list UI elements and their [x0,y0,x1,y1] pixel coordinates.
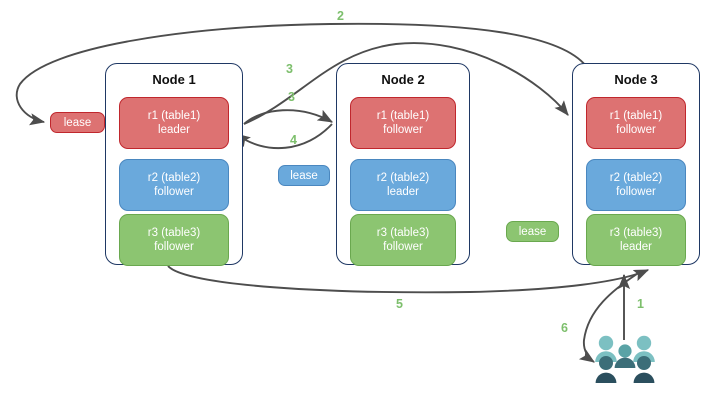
replica-r1[interactable]: r1 (table1) leader [119,97,229,149]
replica-role: follower [383,124,423,136]
replica-name: r3 (table3) [609,227,663,239]
replica-name: r3 (table3) [147,227,201,239]
replica-r2[interactable]: r2 (table2) follower [119,159,229,211]
node-box-2[interactable]: Node 2 r1 (table1) follower r2 (table2) lead… [336,63,470,266]
arrow-step-3-upper [243,42,569,125]
lease-chip-red[interactable]: lease [50,112,105,133]
node-title: Node 2 [381,72,425,87]
arrow-step-6 [578,271,641,363]
replica-role: leader [387,186,419,198]
replica-role: follower [616,186,656,198]
lease-chip-green[interactable]: lease [506,221,559,242]
replica-role: follower [154,241,194,253]
replica-name: r1 (table1) [609,110,663,122]
replica-role: follower [616,124,656,136]
node-title: Node 1 [152,72,196,87]
replica-name: r2 (table2) [376,172,430,184]
lease-chip-blue[interactable]: lease [278,165,330,186]
replica-r3[interactable]: r3 (table3) leader [586,214,686,266]
replica-r1[interactable]: r1 (table1) follower [350,97,456,149]
arrow-step-4 [235,123,333,150]
node-title: Node 3 [614,72,658,87]
replica-role: follower [154,186,194,198]
replica-r1[interactable]: r1 (table1) follower [586,97,686,149]
replica-r2[interactable]: r2 (table2) follower [586,159,686,211]
replica-r2[interactable]: r2 (table2) leader [350,159,456,211]
step-label-5-5: 5 [396,297,403,311]
replica-r3[interactable]: r3 (table3) follower [350,214,456,266]
client-users-group-icon [595,335,655,383]
replica-name: r2 (table2) [147,172,201,184]
step-label-6-6: 6 [561,321,568,335]
step-label-1-0: 1 [637,297,644,311]
step-label-3-2: 3 [286,62,293,76]
arrow-step-5 [167,265,650,294]
arrow-step-3-lower [243,109,333,125]
replica-r3[interactable]: r3 (table3) follower [119,214,229,266]
replica-role: follower [383,241,423,253]
step-label-2-1: 2 [337,9,344,23]
replica-role: leader [158,124,190,136]
replica-name: r2 (table2) [609,172,663,184]
node-box-1[interactable]: Node 1 r1 (table1) leader r2 (table2) follow… [105,63,243,266]
step-label-4-4: 4 [290,133,297,147]
replica-name: r1 (table1) [147,110,201,122]
arrow-step-2 [15,22,587,126]
step-label-3-3: 3 [288,90,295,104]
replica-role: leader [620,241,652,253]
replica-name: r1 (table1) [376,110,430,122]
replica-name: r3 (table3) [376,227,430,239]
node-box-3[interactable]: Node 3 r1 (table1) follower r2 (table2) foll… [572,63,700,266]
